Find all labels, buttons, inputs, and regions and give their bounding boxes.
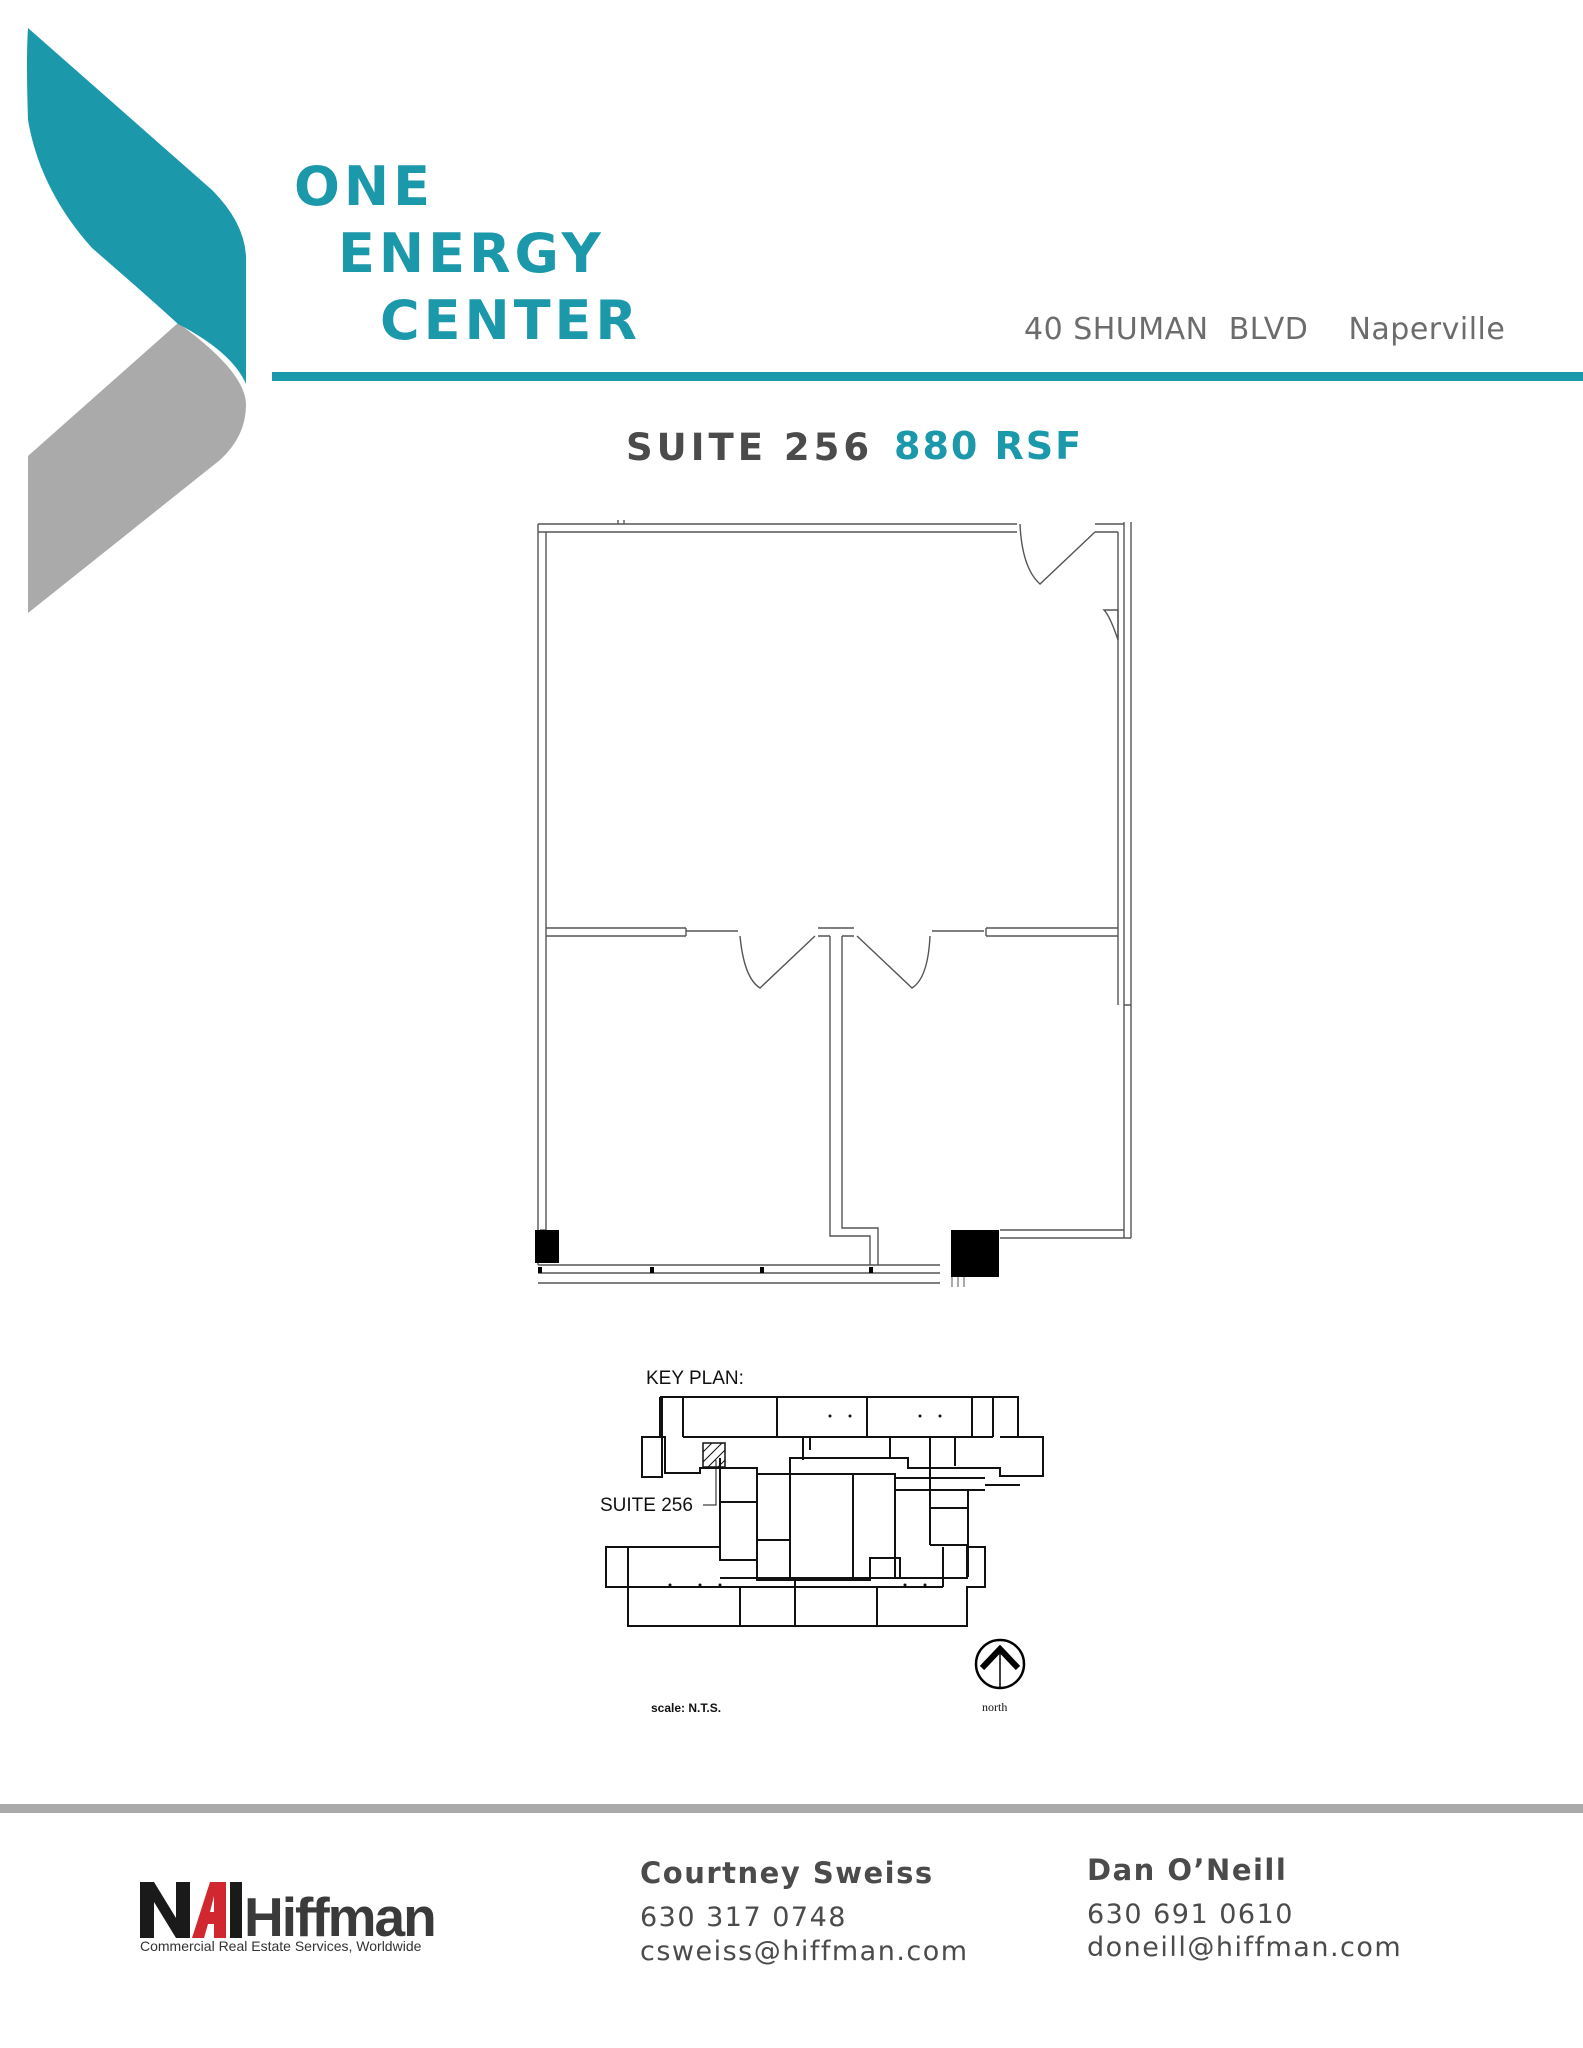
floor-plan-partition-vertical [829, 936, 879, 1265]
contact-2-name: Dan O’Neill [1087, 1853, 1288, 1887]
floor-plan-partition-mid [818, 927, 854, 937]
key-plan-suite-highlight [702, 1442, 726, 1468]
nai-a-shape [192, 1882, 226, 1938]
key-plan-scale: scale: N.T.S. [651, 1701, 722, 1715]
floor-plan-east-wall [1123, 522, 1132, 1238]
floor-plan-west-wall [537, 524, 547, 1265]
north-arrow-icon [974, 1638, 1026, 1690]
column-east [951, 1230, 999, 1277]
contact-2-phone[interactable]: 630 691 0610 [1087, 1899, 1294, 1930]
nai-n-shape [140, 1882, 190, 1938]
footer-rule [0, 1804, 1583, 1813]
hiffman-wordmark: Hiffman [244, 1886, 435, 1948]
contact-1-name: Courtney Sweiss [640, 1856, 934, 1890]
contact-2-email[interactable]: doneill@hiffman.com [1087, 1932, 1403, 1963]
title-line-2: ENERGY [338, 222, 605, 285]
logo-tagline: Commercial Real Estate Services, Worldwi… [140, 1938, 422, 1954]
suite-label: SUITE 256 [626, 426, 874, 469]
floor-plan-south-wall-right [1000, 1229, 1131, 1239]
title-line-1: ONE [294, 155, 434, 218]
nai-hiffman-logo: Hiffman [140, 1882, 437, 1948]
column-west [535, 1230, 559, 1263]
title-line-3: CENTER [380, 289, 642, 352]
north-label: north [982, 1700, 1008, 1714]
door-entry [1019, 523, 1096, 585]
nai-i-shape [230, 1882, 242, 1938]
chevron-teal-shape [27, 28, 246, 384]
door-office-right [856, 935, 931, 989]
key-plan-south-block [605, 1546, 986, 1627]
chevron-gray-shape [28, 323, 246, 613]
suite-area: 880 RSF [894, 424, 1084, 468]
door-side-east [1102, 609, 1119, 641]
door-office-left [739, 935, 816, 989]
floor-plan-partition-right [985, 927, 1118, 937]
key-plan-callout-leader [703, 1460, 717, 1506]
floor-plan-partition-left [546, 927, 687, 937]
contact-1-email[interactable]: csweiss@hiffman.com [640, 1936, 969, 1967]
key-plan-title: KEY PLAN: [646, 1368, 744, 1389]
property-address: 40 SHUMAN BLVD Naperville [1024, 312, 1506, 347]
key-plan-suite-callout: SUITE 256 [600, 1495, 693, 1516]
north-wall-tick [617, 520, 625, 524]
header-rule [272, 372, 1583, 381]
brand-chevron-graphic [27, 28, 246, 613]
floor-plan-east-wall-notch [1095, 523, 1131, 1006]
contact-1-phone[interactable]: 630 317 0748 [640, 1902, 847, 1933]
